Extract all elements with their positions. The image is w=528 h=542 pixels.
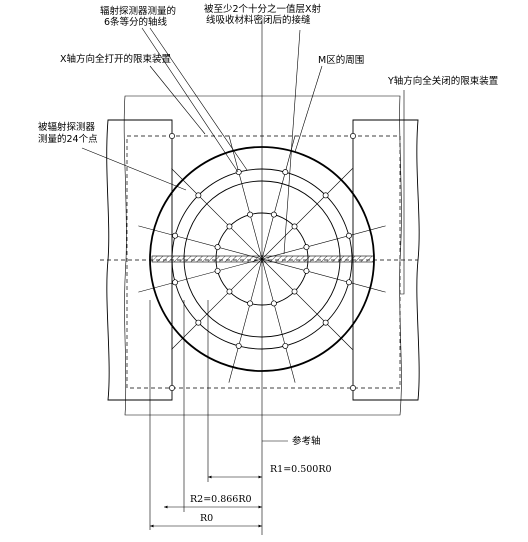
field-corner-point — [350, 133, 356, 139]
field-corner-point — [169, 133, 175, 139]
measurement-point — [172, 232, 179, 239]
field-corner-point — [350, 385, 356, 391]
label-points-line1: 被辐射探测器 — [38, 121, 96, 133]
left-jaw — [106, 119, 173, 401]
leader-points — [81, 147, 187, 191]
label-r2: R2=0.866R0 — [190, 494, 252, 505]
measurement-point — [214, 244, 221, 251]
label-seam-line1: 被至少2个十分之一值层X射 — [204, 3, 322, 15]
label-x-open: X轴方向全打开的限束装置 — [60, 53, 171, 65]
measurement-point — [322, 319, 329, 326]
label-axes-line2: 6条等分的轴线 — [104, 16, 168, 28]
label-r0: R0 — [200, 513, 213, 524]
field-corner-point — [169, 385, 175, 391]
measurement-point — [303, 267, 310, 274]
measurement-point — [270, 211, 277, 218]
label-ref-axis: 参考轴 — [292, 435, 321, 447]
measurement-point — [345, 279, 352, 286]
measurement-point — [345, 232, 352, 239]
measurement-point — [195, 192, 202, 199]
leader-y-closed — [400, 90, 405, 295]
measurement-point — [247, 211, 254, 218]
leader-axes — [141, 27, 239, 173]
measurement-point — [214, 267, 221, 274]
measurement-points — [169, 133, 356, 391]
measurement-point — [195, 319, 202, 326]
leader-axes-2 — [149, 27, 248, 171]
label-y-closed: Y轴方向全关闭的限束装置 — [387, 75, 498, 87]
x-open-field — [126, 135, 401, 389]
measurement-point — [172, 279, 179, 286]
leader-m-region — [294, 65, 323, 153]
measurement-point — [226, 223, 233, 230]
label-axes-line1: 辐射探测器测量的 — [100, 5, 176, 17]
label-r1: R1=0.500R0 — [270, 464, 332, 475]
measurement-point — [303, 244, 310, 251]
measurement-point — [247, 300, 254, 307]
measurement-point — [235, 342, 242, 349]
measurement-point — [270, 300, 277, 307]
label-m-region: M区的周围 — [318, 54, 364, 66]
measurement-point — [291, 223, 298, 230]
measurement-point — [226, 288, 233, 295]
leader-x-open — [149, 65, 206, 135]
label-seam-line2: 线吸收材料密闭后的接缝 — [206, 14, 311, 26]
measurement-point — [291, 288, 298, 295]
outer-frame — [123, 95, 402, 416]
leader-seam — [283, 29, 301, 255]
measurement-point — [282, 342, 289, 349]
measurement-point — [282, 169, 289, 176]
measurement-point — [322, 192, 329, 199]
label-points-line2: 测量的24个点 — [38, 133, 98, 145]
